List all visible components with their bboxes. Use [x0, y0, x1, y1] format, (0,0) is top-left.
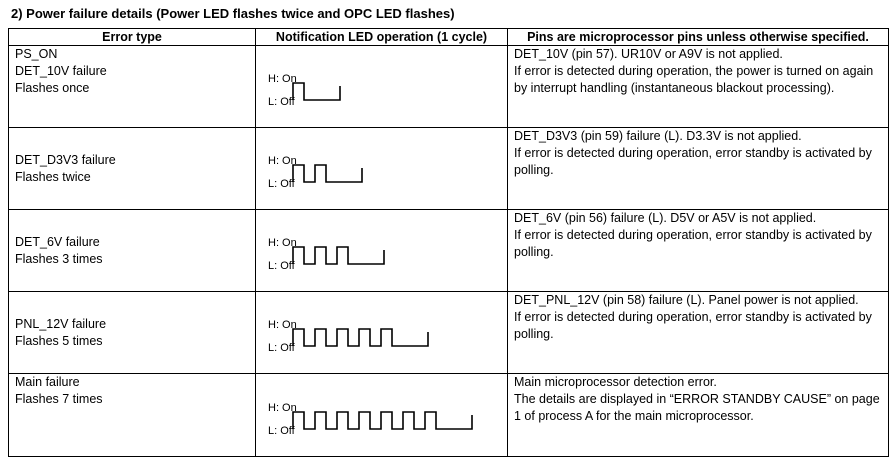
led-waveform	[292, 246, 385, 265]
led-low-label: L: Off	[268, 260, 295, 272]
led-waveform	[292, 328, 429, 347]
description-line: If error is detected during operation, e…	[514, 310, 872, 341]
description-cell: Main microprocessor detection error. The …	[507, 373, 889, 457]
led-low-label: L: Off	[268, 178, 295, 190]
description-cell: DET_D3V3 (pin 59) failure (L). D3.3V is …	[507, 127, 889, 210]
description-line: If error is detected during operation, e…	[514, 146, 872, 177]
description-line: DET_10V (pin 57). UR10V or A9V is not ap…	[514, 47, 783, 61]
error-type-line: DET_D3V3 failure	[15, 152, 116, 167]
error-type-line: PS_ON	[15, 47, 58, 61]
error-type-line: DET_6V failure	[15, 234, 100, 249]
error-type-line: Flashes 7 times	[15, 392, 103, 406]
led-operation-cell: H: On L: Off	[255, 291, 508, 374]
led-high-label: H: On	[268, 402, 297, 414]
led-operation-cell: H: On L: Off	[255, 209, 508, 292]
led-pulse-train	[292, 82, 341, 101]
description-cell: DET_PNL_12V (pin 58) failure (L). Panel …	[507, 291, 889, 374]
led-pulse-train	[292, 411, 473, 430]
error-type-line: Flashes 3 times	[15, 251, 103, 266]
led-low-label: L: Off	[268, 425, 295, 437]
led-low-label: L: Off	[268, 342, 295, 354]
column-header-led-operation: Notification LED operation (1 cycle)	[255, 28, 508, 46]
led-waveform	[292, 82, 341, 101]
column-header-error-type: Error type	[8, 28, 256, 46]
led-operation-cell: H: On L: Off	[255, 373, 508, 457]
led-pulse-train	[292, 246, 385, 265]
error-type-line: DET_10V failure	[15, 64, 107, 78]
description-line: DET_6V (pin 56) failure (L). D5V or A5V …	[514, 211, 817, 225]
error-type-line: Flashes 5 times	[15, 333, 103, 348]
description-line: The details are displayed in “ERROR STAN…	[514, 392, 880, 423]
error-type-line: Flashes once	[15, 81, 90, 95]
section-heading: 2) Power failure details (Power LED flas…	[11, 6, 455, 21]
led-operation-cell: H: On L: Off	[255, 127, 508, 210]
led-pulse-train	[292, 164, 363, 183]
led-high-label: H: On	[268, 237, 297, 249]
description-line: DET_PNL_12V (pin 58) failure (L). Panel …	[514, 293, 859, 307]
description-line: If error is detected during operation, e…	[514, 228, 872, 259]
power-failure-table: Error type Notification LED operation (1…	[8, 28, 889, 457]
column-header-description: Pins are microprocessor pins unless othe…	[507, 28, 889, 46]
led-operation-cell: H: On L: Off	[255, 45, 508, 128]
description-cell: DET_6V (pin 56) failure (L). D5V or A5V …	[507, 209, 889, 292]
error-type-line: Flashes twice	[15, 169, 91, 184]
led-high-label: H: On	[268, 155, 297, 167]
led-high-label: H: On	[268, 73, 297, 85]
description-line: DET_D3V3 (pin 59) failure (L). D3.3V is …	[514, 129, 802, 143]
led-waveform	[292, 164, 363, 183]
led-high-label: H: On	[268, 319, 297, 331]
description-line: If error is detected during operation, t…	[514, 64, 874, 95]
description-line: Main microprocessor detection error.	[514, 375, 717, 389]
led-pulse-train	[292, 328, 429, 347]
error-type-line: PNL_12V failure	[15, 316, 107, 331]
header-row: Error type Notification LED operation (1…	[8, 28, 889, 46]
error-type-line: Main failure	[15, 375, 80, 389]
led-waveform	[292, 411, 473, 430]
led-low-label: L: Off	[268, 96, 295, 108]
description-cell: DET_10V (pin 57). UR10V or A9V is not ap…	[507, 45, 889, 128]
